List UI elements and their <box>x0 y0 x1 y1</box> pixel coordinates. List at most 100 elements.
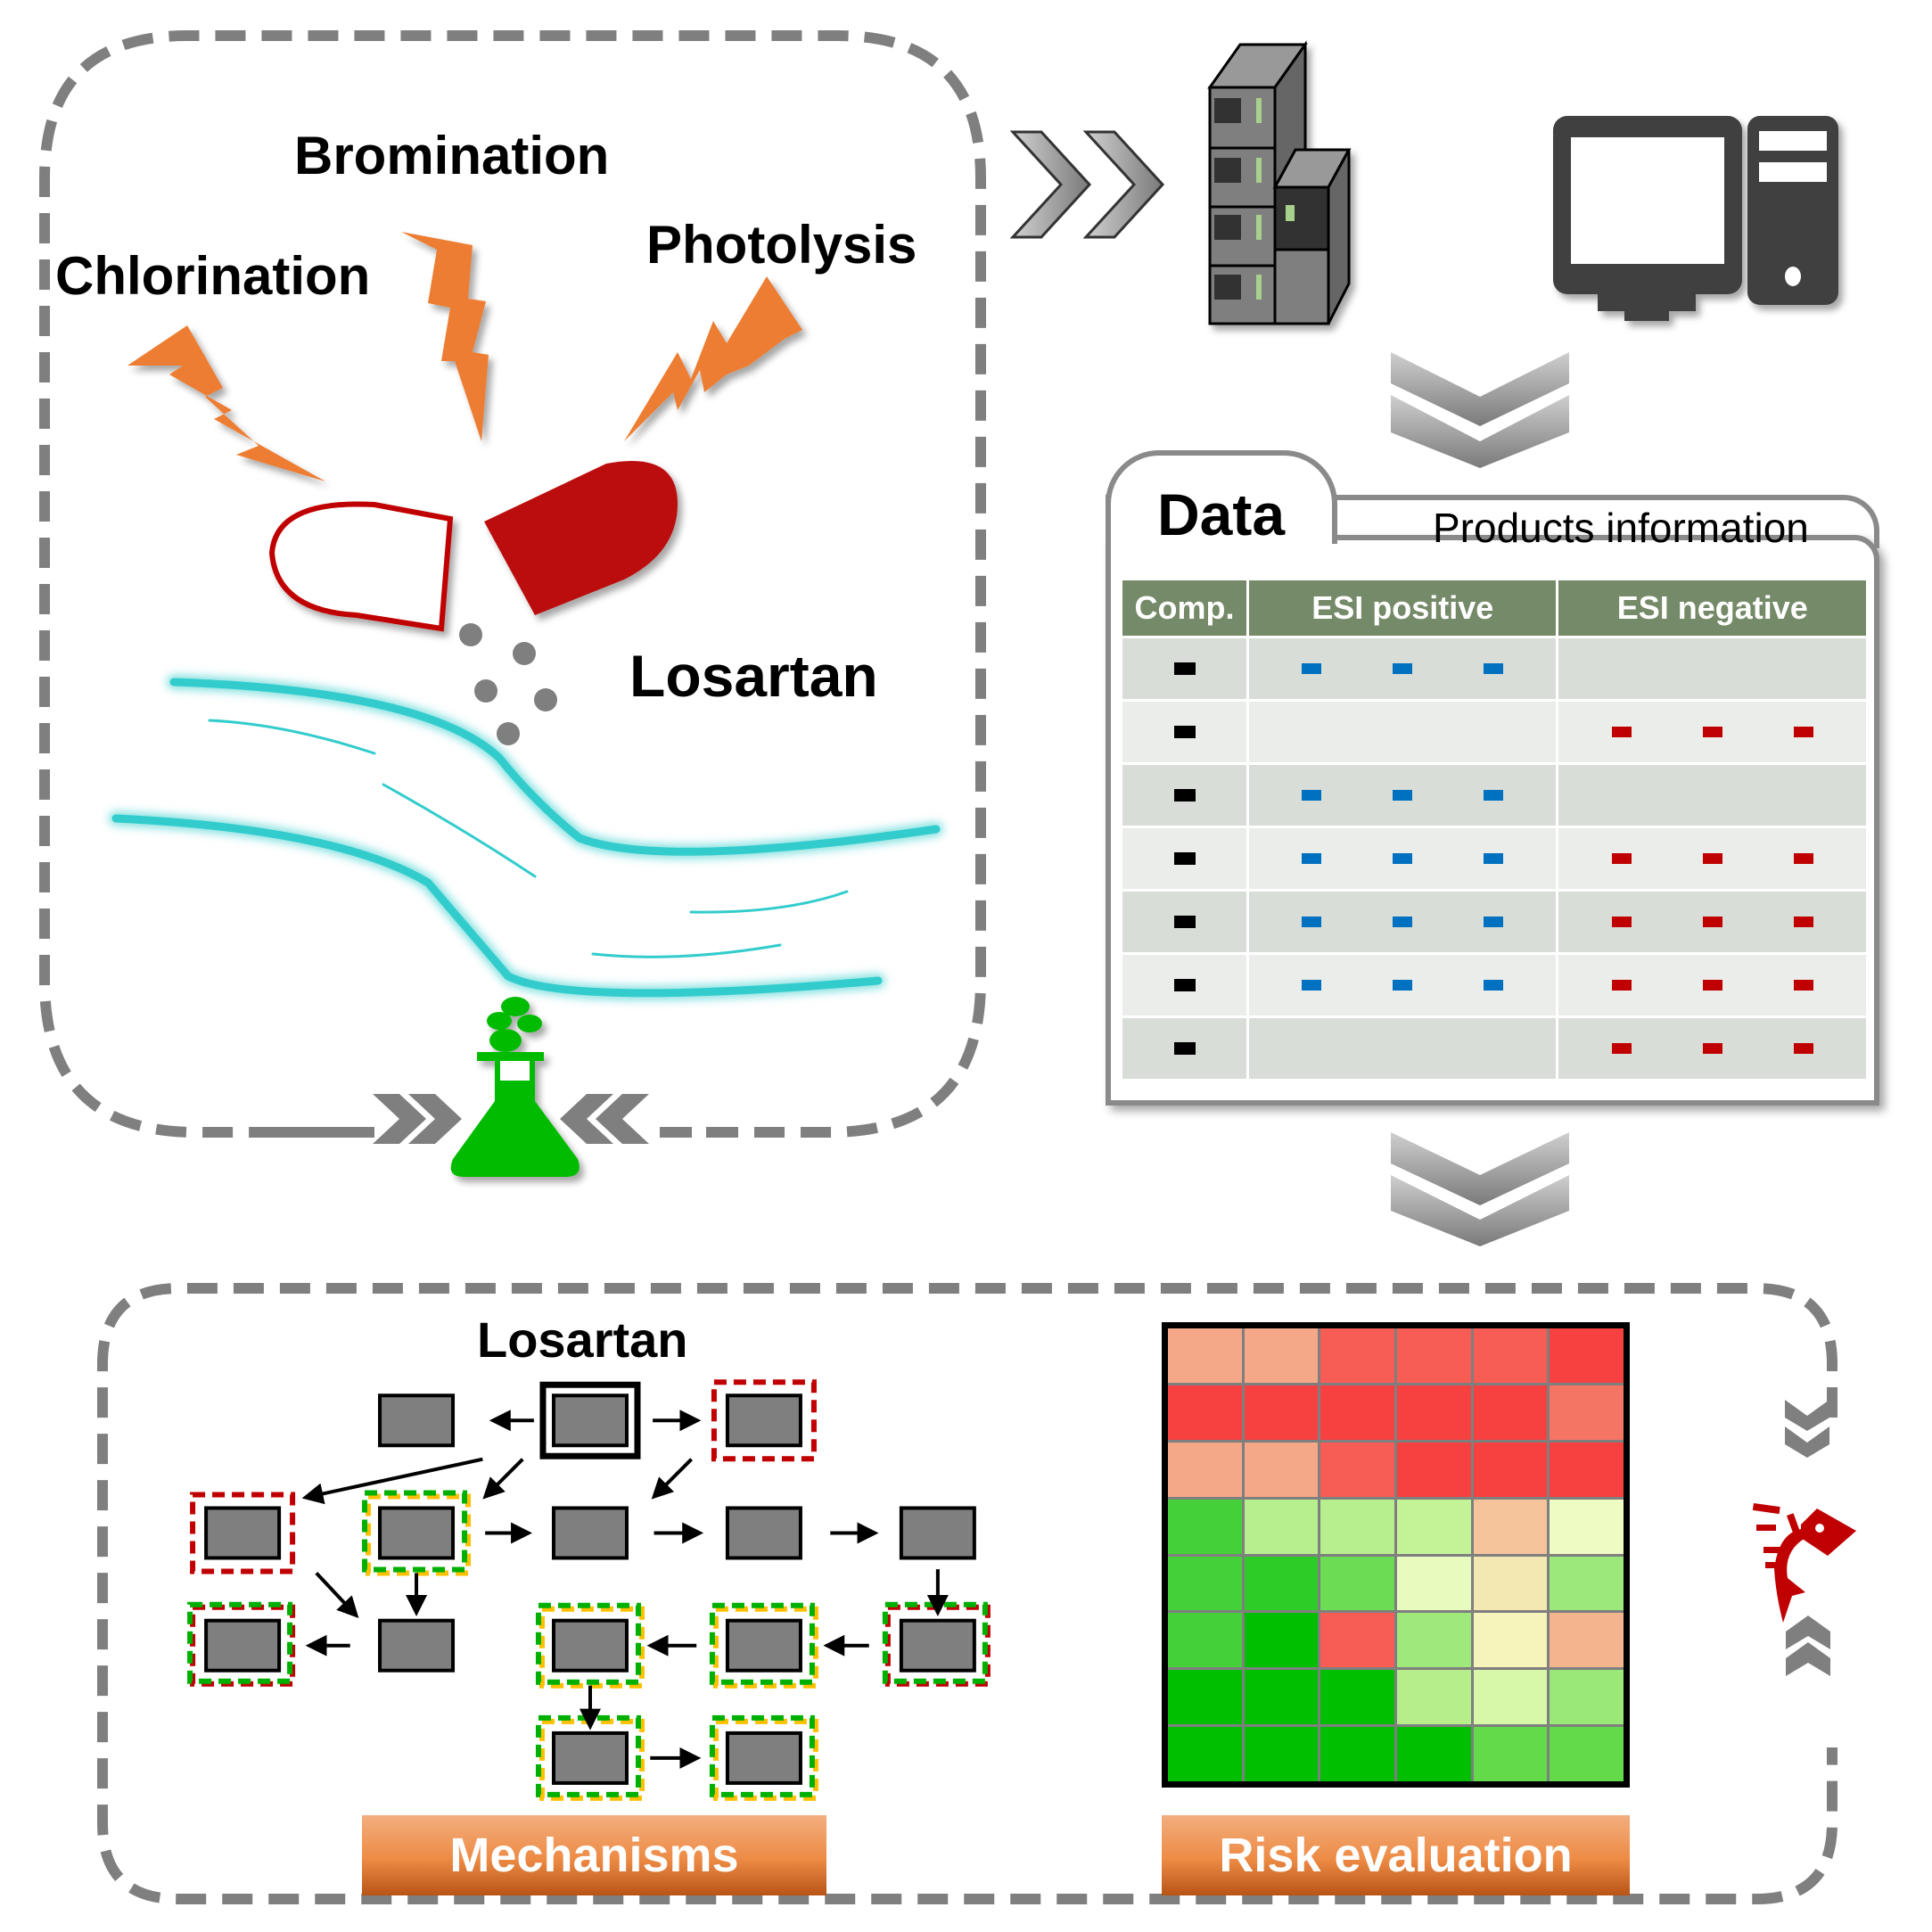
esi-positive-marker <box>1393 852 1413 864</box>
reaction-arrow <box>651 1458 693 1500</box>
esi-positive-marker <box>1302 916 1322 927</box>
lightning-chlorination-icon <box>127 325 325 481</box>
compound-marker <box>1173 788 1196 802</box>
mechanisms-title: Losartan <box>477 1311 688 1368</box>
data-tab[interactable]: Data <box>1106 450 1337 547</box>
esi-negative-cell <box>1558 828 1866 889</box>
comp-cell <box>1122 765 1246 826</box>
structure-node <box>725 1731 802 1785</box>
reaction-arrow <box>482 1458 524 1500</box>
chevron-left-icon <box>560 1094 649 1144</box>
structure-node <box>725 1618 802 1673</box>
heatmap-cell <box>1550 1442 1624 1497</box>
table-row <box>1122 1018 1866 1079</box>
esi-positive-marker <box>1302 979 1322 991</box>
esi-positive-marker <box>1393 979 1413 991</box>
table-row <box>1122 955 1866 1015</box>
esi-negative-marker <box>1793 726 1813 737</box>
products-table: Comp. ESI positive ESI negative <box>1120 578 1869 1081</box>
mass-spectrometer-icon <box>1207 40 1352 325</box>
heatmap-cell <box>1320 1385 1394 1440</box>
heatmap-cell <box>1396 1670 1471 1725</box>
chevron-double-right-icon <box>1009 130 1165 239</box>
heatmap-cell <box>1473 1328 1548 1383</box>
esi-positive-cell <box>1249 1018 1557 1079</box>
product-highlight <box>712 1718 818 1801</box>
table-row <box>1122 702 1866 762</box>
heatmap-cell <box>1550 1328 1624 1383</box>
heatmap-cell <box>1550 1670 1624 1725</box>
risk-evaluation-button[interactable]: Risk evaluation <box>1162 1815 1630 1895</box>
chevron-double-down-icon <box>1391 352 1569 468</box>
comp-cell <box>1122 828 1246 889</box>
esi-positive-cell <box>1249 638 1557 699</box>
esi-negative-marker <box>1793 916 1813 927</box>
heatmap-cell <box>1168 1556 1242 1611</box>
heatmap-cell <box>1550 1613 1624 1668</box>
esi-negative-marker <box>1611 916 1632 927</box>
product-highlight <box>190 1492 296 1574</box>
particles <box>459 623 557 745</box>
product-highlight <box>535 1602 641 1685</box>
water-stream <box>109 675 943 1000</box>
esi-positive-marker <box>1393 662 1413 674</box>
esi-negative-marker <box>1793 1042 1813 1054</box>
structure-node <box>551 1618 629 1673</box>
table-row <box>1122 638 1866 699</box>
lightning-bromination-icon <box>401 232 489 441</box>
structure-node <box>725 1394 802 1448</box>
photolysis-label: Photolysis <box>646 215 917 275</box>
esi-negative-cell <box>1558 702 1866 762</box>
compound-marker <box>1173 725 1196 738</box>
products-information-label: Products information <box>1433 505 1809 551</box>
heatmap-cell <box>1320 1442 1394 1497</box>
heatmap-cell <box>1244 1613 1319 1668</box>
esi-positive-marker <box>1484 662 1504 674</box>
compound-marker <box>1173 662 1196 675</box>
esi-positive-marker <box>1393 916 1413 927</box>
column-header-comp: Comp. <box>1122 580 1246 636</box>
chevron-right-icon <box>373 1094 462 1144</box>
comp-cell <box>1122 1018 1246 1079</box>
esi-negative-cell <box>1558 638 1866 699</box>
heatmap-cell <box>1244 1328 1319 1383</box>
structure-node <box>378 1394 456 1448</box>
heatmap-cell <box>1396 1556 1471 1611</box>
heatmap-cell <box>1168 1442 1242 1497</box>
heatmap-cell <box>1396 1328 1471 1383</box>
chlorination-label: Chlorination <box>55 246 371 306</box>
esi-negative-marker <box>1793 979 1813 991</box>
chevron-double-down-icon-2 <box>1391 1132 1569 1246</box>
heatmap-cell <box>1320 1670 1394 1725</box>
mechanism-diagram <box>187 1379 991 1801</box>
heatmap-cell <box>1550 1556 1624 1611</box>
heatmap-cell <box>1168 1727 1242 1781</box>
losartan-label: Losartan <box>629 643 878 709</box>
heatmap-cell <box>1320 1556 1394 1611</box>
esi-negative-cell <box>1558 1018 1866 1079</box>
structure-node <box>551 1394 629 1448</box>
comp-cell <box>1122 955 1246 1015</box>
structure-node <box>378 1506 456 1560</box>
heatmap-cell <box>1550 1499 1624 1554</box>
esi-negative-marker <box>1702 852 1722 864</box>
reaction-arrow <box>301 1457 483 1505</box>
esi-positive-marker <box>1302 852 1322 864</box>
product-highlight <box>711 1379 817 1462</box>
esi-negative-marker <box>1611 1042 1632 1054</box>
capsule-icon <box>268 461 678 632</box>
heatmap-cell <box>1168 1385 1242 1440</box>
heatmap-cell <box>1320 1328 1394 1383</box>
product-highlight <box>187 1601 293 1684</box>
esi-positive-marker <box>1302 789 1322 801</box>
compound-marker <box>1173 851 1196 865</box>
compound-marker <box>1173 978 1196 991</box>
heatmap-cell <box>1473 1556 1548 1611</box>
fish-skeleton-icon <box>1752 1503 1856 1623</box>
table-row <box>1122 892 1866 952</box>
chevron-down-to-fish-icon <box>1785 1400 1829 1458</box>
mechanisms-button[interactable]: Mechanisms <box>362 1815 826 1895</box>
esi-negative-marker <box>1793 852 1813 864</box>
esi-positive-marker <box>1484 916 1504 927</box>
esi-positive-cell <box>1249 828 1557 889</box>
